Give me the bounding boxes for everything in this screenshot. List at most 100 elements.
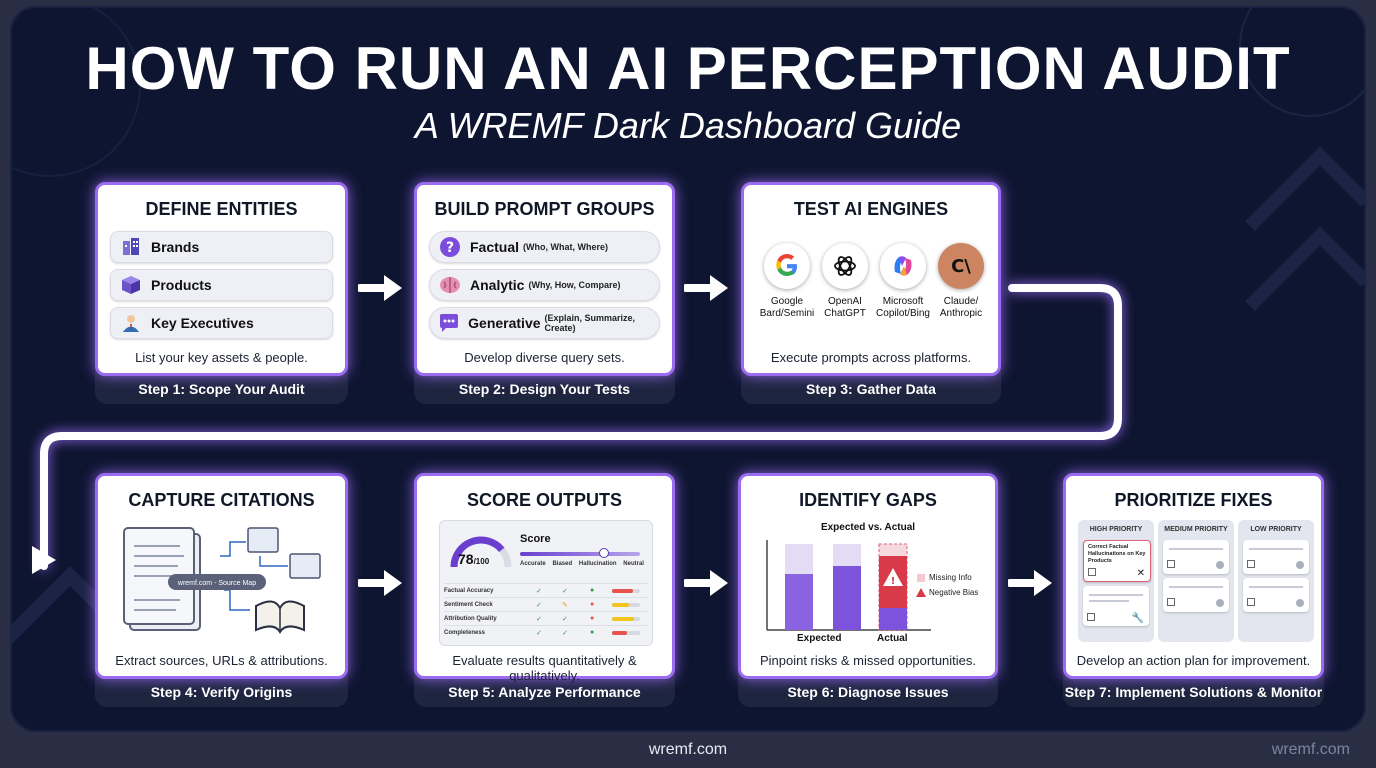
- check-icon: ●: [590, 601, 595, 608]
- engine-name: Google Bard/Semini: [759, 296, 815, 319]
- card-title: IDENTIFY GAPS: [799, 490, 937, 510]
- legend-warning-icon: [916, 588, 926, 597]
- entity-label: Key Executives: [151, 315, 254, 331]
- check-icon: ✓: [536, 629, 542, 637]
- step-label: Step 2: Design Your Tests: [458, 381, 631, 397]
- arrow-right-icon: [684, 570, 728, 596]
- card-description: List your key assets & people.: [135, 350, 308, 365]
- score-slider-track: [520, 552, 640, 556]
- arrow-right-icon: [684, 275, 728, 301]
- check-icon: ✓: [536, 587, 542, 595]
- engine-name: OpenAI ChatGPT: [824, 296, 866, 319]
- entity-label: Brands: [151, 239, 200, 255]
- task-card: Correct Factual Hallucinations on Key Pr…: [1083, 540, 1151, 582]
- prompt-label: Analytic: [470, 277, 525, 293]
- chart-title: Expected vs. Actual: [820, 522, 916, 533]
- card-description: Execute prompts across platforms.: [770, 350, 972, 365]
- checkbox[interactable]: [1247, 598, 1255, 606]
- expected-bar: [833, 566, 861, 630]
- score-row: Completeness ✓ ✓ ●: [444, 625, 648, 639]
- card-title: BUILD PROMPT GROUPS: [434, 199, 655, 219]
- prompt-sublabel: (Explain, Summarize, Create): [544, 313, 636, 333]
- google-icon: [764, 243, 810, 289]
- row-bar-track: [612, 588, 640, 593]
- step-label: Step 6: Diagnose Issues: [787, 684, 949, 700]
- check-icon: ●: [590, 629, 595, 636]
- check-icon: ✓: [562, 587, 568, 595]
- x-label-actual: Actual: [877, 633, 908, 644]
- prompt-group-factual: ? Factual (Who, What, Where): [429, 231, 660, 263]
- step-label: Step 3: Gather Data: [806, 381, 936, 397]
- row-name: Attribution Quality: [444, 615, 497, 622]
- warning-icon: [883, 568, 903, 586]
- task-card: [1163, 540, 1229, 574]
- legend-swatch-missing: [917, 574, 925, 582]
- row-bar-track: [612, 602, 640, 607]
- copilot-icon: [880, 243, 926, 289]
- score-max: /100: [473, 557, 490, 566]
- row-bar-fill: [612, 630, 627, 635]
- card-description: Extract sources, URLs & attributions.: [115, 653, 328, 668]
- card-define-entities: DEFINE ENTITIES Brands Products Key Exec…: [95, 182, 348, 404]
- score-slider-knob: [599, 548, 609, 558]
- score-row: Factual Accuracy ✓ ✓ ●: [444, 583, 648, 597]
- score-panel: 78/100 Score Accurate Biased Hallucinati…: [439, 520, 653, 646]
- entity-label: Products: [151, 277, 212, 293]
- avatar: [1296, 561, 1304, 569]
- avatar: [1296, 599, 1304, 607]
- svg-text:!: !: [891, 576, 896, 587]
- card-title: TEST AI ENGINES: [793, 199, 949, 219]
- score-value: 78/100: [458, 551, 489, 567]
- row-name: Factual Accuracy: [444, 587, 494, 594]
- score-gauge: [450, 536, 512, 568]
- row-bar-track: [612, 630, 640, 635]
- task-card: 🔧: [1083, 586, 1149, 626]
- checkbox[interactable]: [1247, 560, 1255, 568]
- chat-bubble-icon: [438, 311, 460, 335]
- check-icon: ✓: [536, 615, 542, 623]
- task-card: [1243, 578, 1309, 612]
- card-title: SCORE OUTPUTS: [466, 490, 622, 510]
- building-icon: [119, 235, 143, 259]
- wrench-icon: 🔧: [1131, 613, 1144, 624]
- check-icon: ✓: [562, 629, 568, 637]
- card-description: Pinpoint risks & missed opportunities.: [759, 653, 977, 668]
- score-row: Sentiment Check ✓ ✎ ●: [444, 597, 648, 611]
- checkbox[interactable]: [1167, 598, 1175, 606]
- scale-label: Neutral: [623, 561, 644, 567]
- row-name: Completeness: [444, 629, 486, 636]
- card-description: Develop an action plan for improvement.: [1076, 653, 1311, 668]
- column-medium-priority: MEDIUM PRIORITY: [1158, 520, 1234, 642]
- arrow-right-icon: [358, 570, 402, 596]
- gap-chart: !: [766, 540, 931, 631]
- person-icon: [119, 311, 143, 335]
- score-number: 78: [458, 551, 474, 567]
- task-card: [1243, 540, 1309, 574]
- card-prioritize-fixes: PRIORITIZE FIXES HIGH PRIORITY Correct F…: [1063, 473, 1324, 707]
- checkbox[interactable]: [1088, 568, 1096, 576]
- check-icon: ●: [590, 587, 595, 594]
- scale-label: Hallucination: [578, 561, 617, 567]
- entity-products: Products: [110, 269, 333, 301]
- card-title: CAPTURE CITATIONS: [128, 490, 315, 510]
- card-identify-gaps: IDENTIFY GAPS Expected vs. Actual ! Miss…: [738, 473, 998, 707]
- prompt-group-generative: Generative (Explain, Summarize, Create): [429, 307, 660, 339]
- claude-glyph: C\: [951, 255, 971, 277]
- checkbox[interactable]: [1087, 613, 1095, 621]
- score-scale: Accurate Biased Hallucination Neutral: [520, 561, 644, 567]
- x-label-expected: Expected: [797, 633, 842, 644]
- column-high-priority: HIGH PRIORITY Correct Factual Hallucinat…: [1078, 520, 1154, 642]
- prompt-group-analytic: Analytic (Why, How, Compare): [429, 269, 660, 301]
- score-row: Attribution Quality✓✓●: [444, 611, 648, 625]
- check-icon: ✓: [536, 601, 542, 609]
- brain-icon: [438, 273, 462, 297]
- checkbox[interactable]: [1167, 560, 1175, 568]
- source-map-label: wremf.com - Source Map: [177, 580, 256, 587]
- row-name: Sentiment Check: [444, 601, 493, 608]
- prompt-label: Generative: [468, 315, 541, 331]
- card-title: DEFINE ENTITIES: [145, 199, 298, 219]
- footer-site[interactable]: wremf.com: [648, 741, 728, 758]
- check-icon: ✎: [562, 601, 568, 609]
- column-header: MEDIUM PRIORITY: [1164, 526, 1228, 533]
- card-title: PRIORITIZE FIXES: [1114, 490, 1273, 510]
